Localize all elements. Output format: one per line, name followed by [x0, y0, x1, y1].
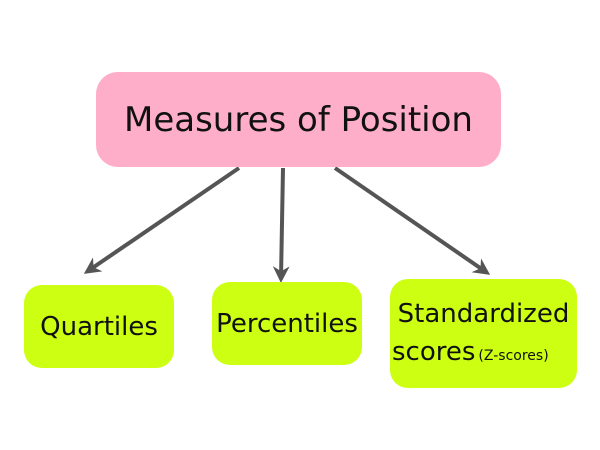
node-quartiles-label: Quartiles — [40, 311, 158, 342]
node-standardized-scores: Standardized scores(Z-scores) — [390, 279, 577, 388]
arrow-to-percentiles — [272, 167, 290, 284]
root-node-label: Measures of Position — [124, 99, 473, 140]
arrow-to-quartiles — [83, 166, 241, 274]
arrow-to-zscores — [333, 166, 491, 275]
node-zscores-line1: Standardized — [397, 298, 570, 329]
node-zscores-line2: scores(Z-scores) — [390, 334, 577, 372]
node-zscores-scores-label: scores — [392, 336, 476, 367]
node-percentiles-label: Percentiles — [216, 308, 358, 339]
node-percentiles: Percentiles — [212, 282, 362, 365]
root-node-measures-of-position: Measures of Position — [96, 72, 501, 167]
node-zscores-note: (Z-scores) — [478, 347, 549, 364]
node-quartiles: Quartiles — [24, 285, 174, 368]
